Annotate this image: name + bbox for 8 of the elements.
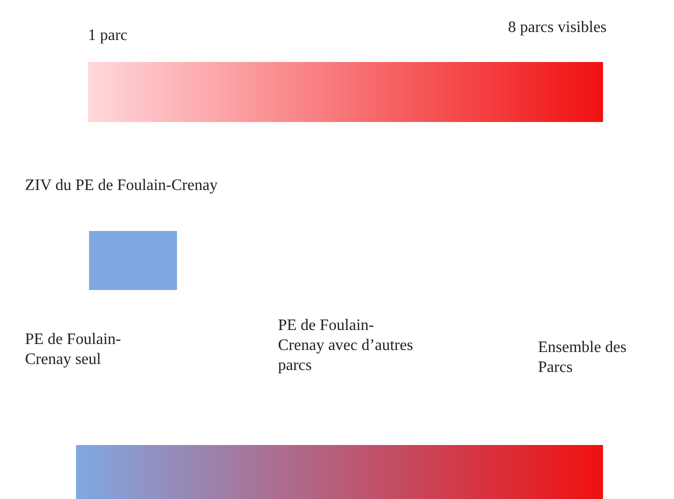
- gradient-bar: [88, 62, 603, 122]
- gradient-bar: [76, 445, 603, 499]
- scale-label: 8 parcs visibles: [508, 18, 608, 38]
- scale-label: PE de Foulain-Crenay seul: [25, 330, 122, 370]
- scale-label: 1 parc: [88, 26, 129, 46]
- scale-label: PE de Foulain-Crenay avec d’autres parcs: [278, 316, 414, 376]
- scale-label: Ensemble des Parcs: [538, 338, 628, 378]
- legend-label: ZIV du PE de Foulain-Crenay: [25, 176, 219, 196]
